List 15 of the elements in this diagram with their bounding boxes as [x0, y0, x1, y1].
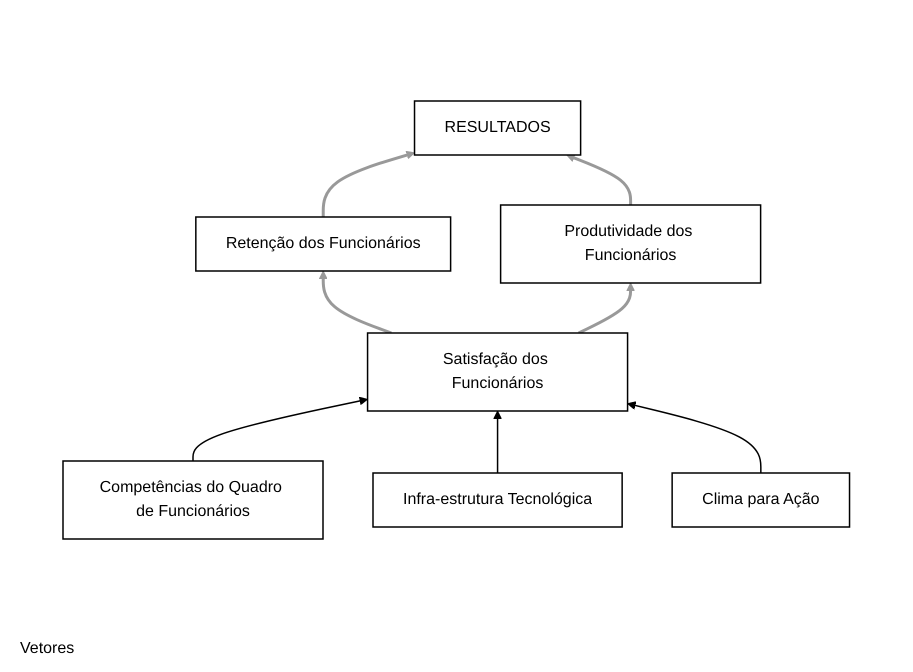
node-box: Satisfação dos Funcionários — [367, 332, 629, 412]
arrow — [493, 410, 502, 473]
arrow — [566, 154, 632, 205]
node-box: Retenção dos Funcionários — [195, 216, 452, 272]
node-box: Produtividade dos Funcionários — [500, 204, 762, 284]
node-box: Infra-estrutura Tecnológica — [372, 472, 624, 528]
node-box: Competências do Quadro de Funcionários — [62, 460, 324, 540]
arrow — [627, 401, 762, 473]
arrow — [578, 282, 636, 334]
node-box: Clima para Ação — [672, 472, 851, 528]
arrow — [319, 270, 392, 334]
arrow — [322, 150, 416, 217]
arrow — [192, 396, 368, 461]
node-box: RESULTADOS — [414, 100, 582, 156]
note-text: Vetores — [20, 640, 74, 657]
